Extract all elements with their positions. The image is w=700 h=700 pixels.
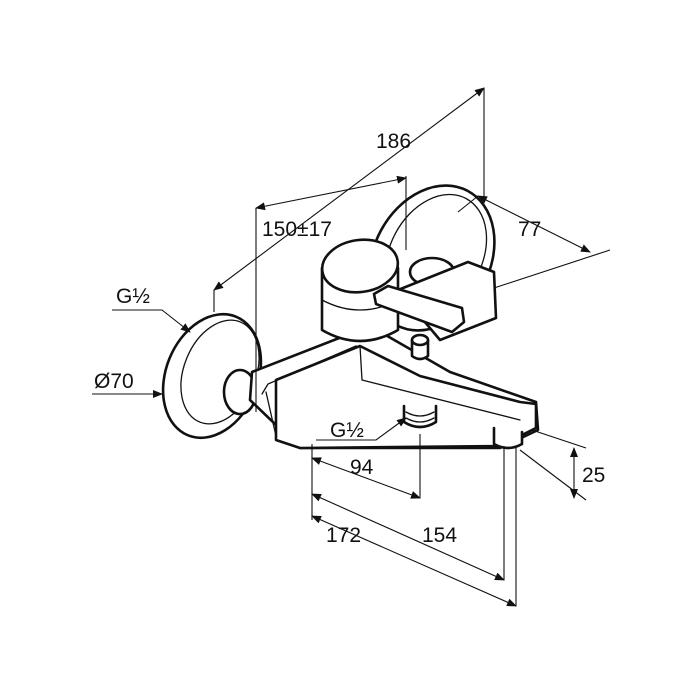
spout-block — [274, 344, 538, 450]
label-150-17: 150±17 — [262, 218, 332, 241]
label-d70: Ø70 — [94, 370, 134, 393]
label-172: 172 — [326, 524, 361, 547]
label-94: 94 — [350, 456, 374, 479]
spout-outlet — [492, 426, 524, 450]
faucet-body — [161, 184, 540, 450]
dimension-lines — [92, 87, 611, 607]
diverter-knob — [410, 333, 430, 361]
label-186: 186 — [376, 130, 411, 153]
label-g-half-wall: G½ — [116, 285, 150, 308]
label-g-half-outlet: G½ — [330, 419, 364, 442]
label-25: 25 — [582, 464, 605, 487]
label-154: 154 — [422, 524, 457, 547]
outlet-thread — [402, 404, 438, 429]
dimension-labels: 186 150±17 77 G½ Ø70 G½ 94 25 172 154 — [94, 130, 605, 547]
label-77: 77 — [518, 218, 541, 241]
